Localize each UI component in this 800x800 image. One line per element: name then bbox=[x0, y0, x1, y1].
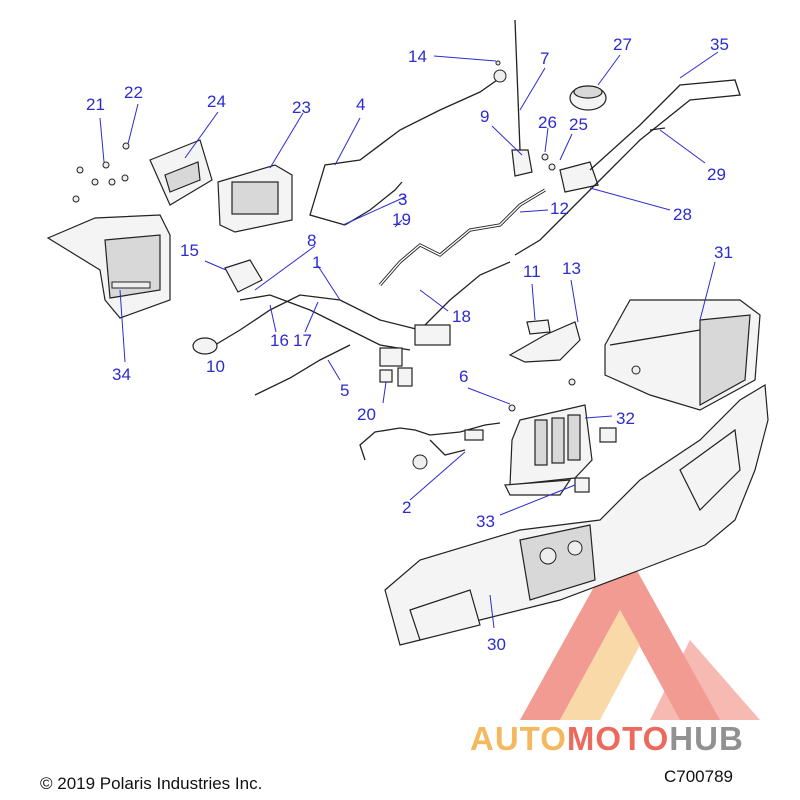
copyright-notice: © 2019 Polaris Industries Inc. bbox=[40, 774, 263, 793]
part-display-unit bbox=[217, 164, 293, 233]
callout-25: 25 bbox=[569, 115, 588, 134]
callout-33: 33 bbox=[476, 512, 495, 531]
part-fasteners bbox=[72, 142, 130, 203]
part-gps-cable bbox=[514, 79, 741, 256]
part-console-bezel bbox=[46, 214, 171, 319]
figure-code: C700789 bbox=[664, 767, 734, 786]
callout-14: 14 bbox=[408, 47, 427, 66]
callout-28: 28 bbox=[673, 205, 692, 224]
callout-34: 34 bbox=[112, 365, 131, 384]
part-cover-bracket bbox=[508, 321, 581, 363]
callout-8: 8 bbox=[307, 231, 316, 250]
part-round-plug bbox=[192, 337, 218, 355]
leader-lines bbox=[99, 51, 719, 629]
callout-2: 2 bbox=[402, 498, 411, 517]
part-switch-panel bbox=[504, 404, 593, 496]
callout-27: 27 bbox=[613, 35, 632, 54]
callout-9: 9 bbox=[480, 107, 489, 126]
callout-22: 22 bbox=[124, 83, 143, 102]
watermark-part-moto: MOTO bbox=[566, 720, 670, 757]
callout-5: 5 bbox=[340, 381, 349, 400]
callout-20: 20 bbox=[357, 405, 376, 424]
part-small-bracket bbox=[526, 319, 551, 335]
part-harness-clip bbox=[379, 369, 393, 383]
watermark-logo bbox=[520, 540, 760, 720]
part-dome-cap bbox=[569, 85, 607, 111]
part-jumper-cable bbox=[344, 181, 403, 226]
part-sensor-cable bbox=[359, 422, 501, 470]
callout-30: 30 bbox=[487, 635, 506, 654]
callout-13: 13 bbox=[562, 259, 581, 278]
part-dash-panel bbox=[384, 383, 769, 646]
callout-21: 21 bbox=[86, 95, 105, 114]
watermark-part-hub: HUB bbox=[669, 720, 744, 757]
part-antenna bbox=[511, 19, 533, 177]
callout-32: 32 bbox=[616, 409, 635, 428]
callout-26: 26 bbox=[538, 113, 557, 132]
part-harness-connector bbox=[224, 259, 263, 293]
part-switch-blanks bbox=[568, 378, 617, 493]
part-mount-bracket bbox=[149, 139, 213, 206]
callout-15: 15 bbox=[180, 241, 199, 260]
callout-10: 10 bbox=[206, 357, 225, 376]
part-screw bbox=[508, 404, 516, 412]
callout-4: 4 bbox=[356, 95, 365, 114]
callouts: 1 2 3 4 5 6 7 8 9 10 11 12 13 14 15 16 1… bbox=[86, 35, 733, 654]
callout-16: 16 bbox=[270, 331, 289, 350]
callout-7: 7 bbox=[540, 49, 549, 68]
part-main-harness bbox=[214, 261, 511, 346]
callout-23: 23 bbox=[292, 98, 311, 117]
watermark-part-auto: AUTO bbox=[470, 720, 567, 757]
watermark-text: AUTOMOTOHUB bbox=[470, 720, 744, 758]
callout-24: 24 bbox=[207, 92, 226, 111]
callout-11: 11 bbox=[523, 262, 541, 281]
part-gps-module bbox=[559, 161, 599, 193]
callout-19: 19 bbox=[392, 210, 411, 229]
callout-1: 1 bbox=[312, 253, 321, 272]
callout-18: 18 bbox=[452, 307, 471, 326]
callout-31: 31 bbox=[714, 243, 733, 262]
callout-29: 29 bbox=[707, 165, 726, 184]
part-glove-box bbox=[604, 299, 761, 411]
callout-3: 3 bbox=[398, 190, 407, 209]
callout-17: 17 bbox=[293, 331, 312, 350]
callout-12: 12 bbox=[550, 199, 569, 218]
callout-6: 6 bbox=[459, 367, 468, 386]
part-antenna-cable bbox=[309, 77, 501, 226]
callout-35: 35 bbox=[710, 35, 729, 54]
